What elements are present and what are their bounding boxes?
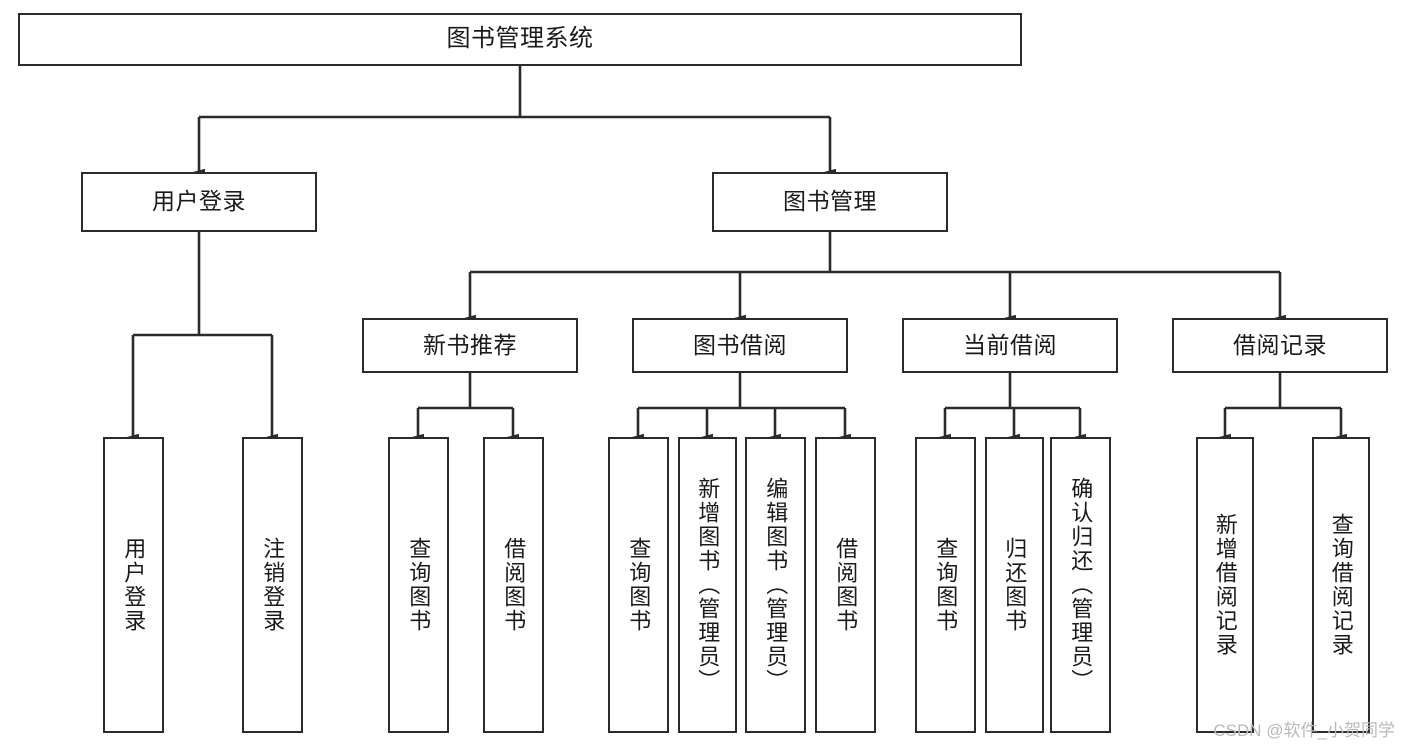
node-label-leaf-add-book: 新增图书（管理员）	[695, 477, 721, 693]
node-label-leaf-confirm-return: 确认归还（管理员）	[1068, 477, 1094, 693]
node-label-current-borrow: 当前借阅	[963, 331, 1057, 358]
node-leaf-query-record: 查询借阅记录	[1312, 437, 1370, 733]
node-label-leaf-query-record: 查询借阅记录	[1328, 513, 1354, 657]
node-leaf-query-book-2: 查询图书	[608, 437, 669, 733]
node-book-borrow: 图书借阅	[632, 318, 848, 373]
node-borrow-record: 借阅记录	[1172, 318, 1388, 373]
node-label-book-manage: 图书管理	[783, 188, 877, 215]
node-label-leaf-query-book-3: 查询图书	[933, 537, 959, 633]
node-leaf-query-book-3: 查询图书	[915, 437, 976, 733]
node-label-book-borrow: 图书借阅	[693, 331, 787, 358]
node-leaf-borrow-book-2: 借阅图书	[815, 437, 876, 733]
node-label-leaf-query-book-1: 查询图书	[406, 537, 432, 633]
node-leaf-user-logout: 注销登录	[242, 437, 303, 733]
node-leaf-edit-book: 编辑图书（管理员）	[745, 437, 806, 733]
node-book-manage: 图书管理	[712, 172, 948, 232]
node-label-root: 图书管理系统	[446, 25, 594, 53]
node-label-new-book-recommend: 新书推荐	[423, 331, 517, 358]
node-current-borrow: 当前借阅	[902, 318, 1118, 373]
node-leaf-return-book: 归还图书	[985, 437, 1044, 733]
connector-group	[127, 66, 1347, 441]
node-label-leaf-edit-book: 编辑图书（管理员）	[763, 477, 789, 693]
node-label-leaf-borrow-book-2: 借阅图书	[833, 537, 859, 633]
node-leaf-confirm-return: 确认归还（管理员）	[1050, 437, 1111, 733]
node-label-leaf-add-record: 新增借阅记录	[1212, 513, 1238, 657]
node-label-leaf-return-book: 归还图书	[1002, 537, 1028, 633]
node-root: 图书管理系统	[18, 13, 1022, 66]
node-leaf-add-book: 新增图书（管理员）	[678, 437, 737, 733]
node-label-user-login: 用户登录	[152, 188, 246, 215]
node-user-login: 用户登录	[81, 172, 317, 232]
node-label-leaf-query-book-2: 查询图书	[626, 537, 652, 633]
node-label-leaf-user-login: 用户登录	[121, 537, 147, 633]
node-leaf-borrow-book-1: 借阅图书	[483, 437, 544, 733]
node-leaf-add-record: 新增借阅记录	[1196, 437, 1254, 733]
node-new-book-recommend: 新书推荐	[362, 318, 578, 373]
node-leaf-user-login: 用户登录	[103, 437, 164, 733]
node-label-borrow-record: 借阅记录	[1233, 331, 1327, 358]
node-label-leaf-borrow-book-1: 借阅图书	[501, 537, 527, 633]
node-label-leaf-user-logout: 注销登录	[260, 537, 286, 633]
node-leaf-query-book-1: 查询图书	[388, 437, 449, 733]
